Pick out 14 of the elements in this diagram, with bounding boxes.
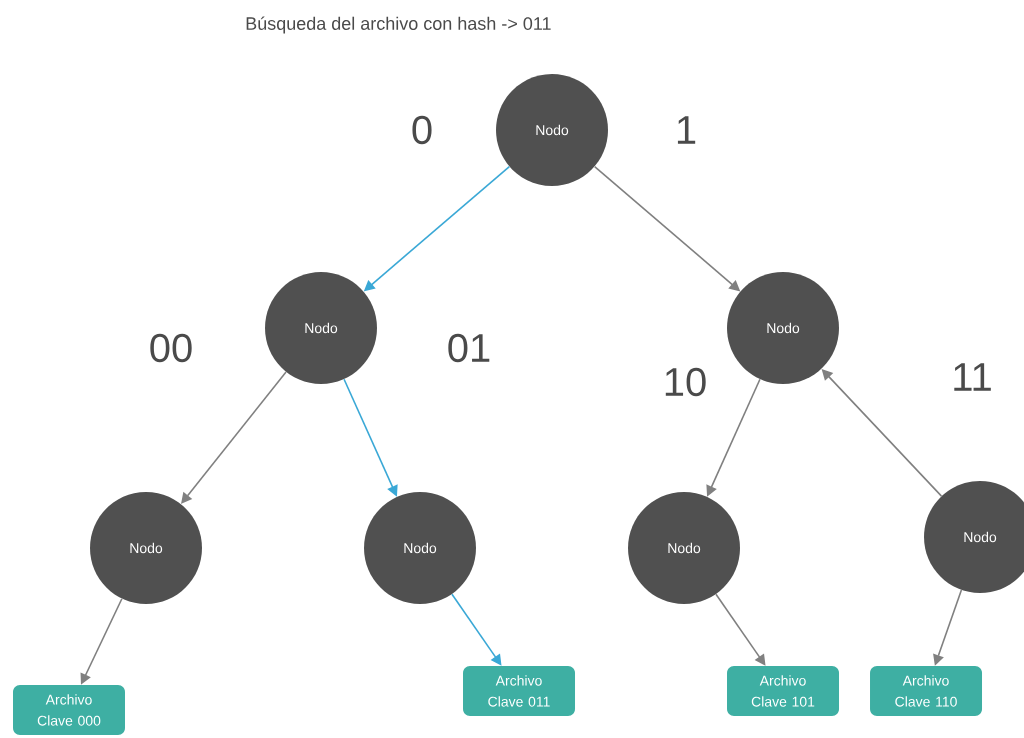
branch-label: 00 <box>150 333 192 363</box>
file-box: Archivo Clave 101 <box>727 666 839 716</box>
file-box: Archivo Clave 110 <box>870 666 982 716</box>
arrow <box>715 593 766 666</box>
file-box: Archivo Clave 000 <box>13 685 125 735</box>
branch-label: 1 <box>677 116 696 144</box>
branch-label: 01 <box>448 333 490 363</box>
title: Búsqueda del archivo con hash -> 011 <box>246 16 551 34</box>
branch-label: 0 <box>412 115 432 145</box>
arrow <box>181 371 287 504</box>
file-box: Archivo Clave 011 <box>463 666 575 716</box>
arrow <box>451 593 502 666</box>
branch-label: 10 <box>665 367 706 397</box>
branch-label: 11 <box>954 363 991 391</box>
